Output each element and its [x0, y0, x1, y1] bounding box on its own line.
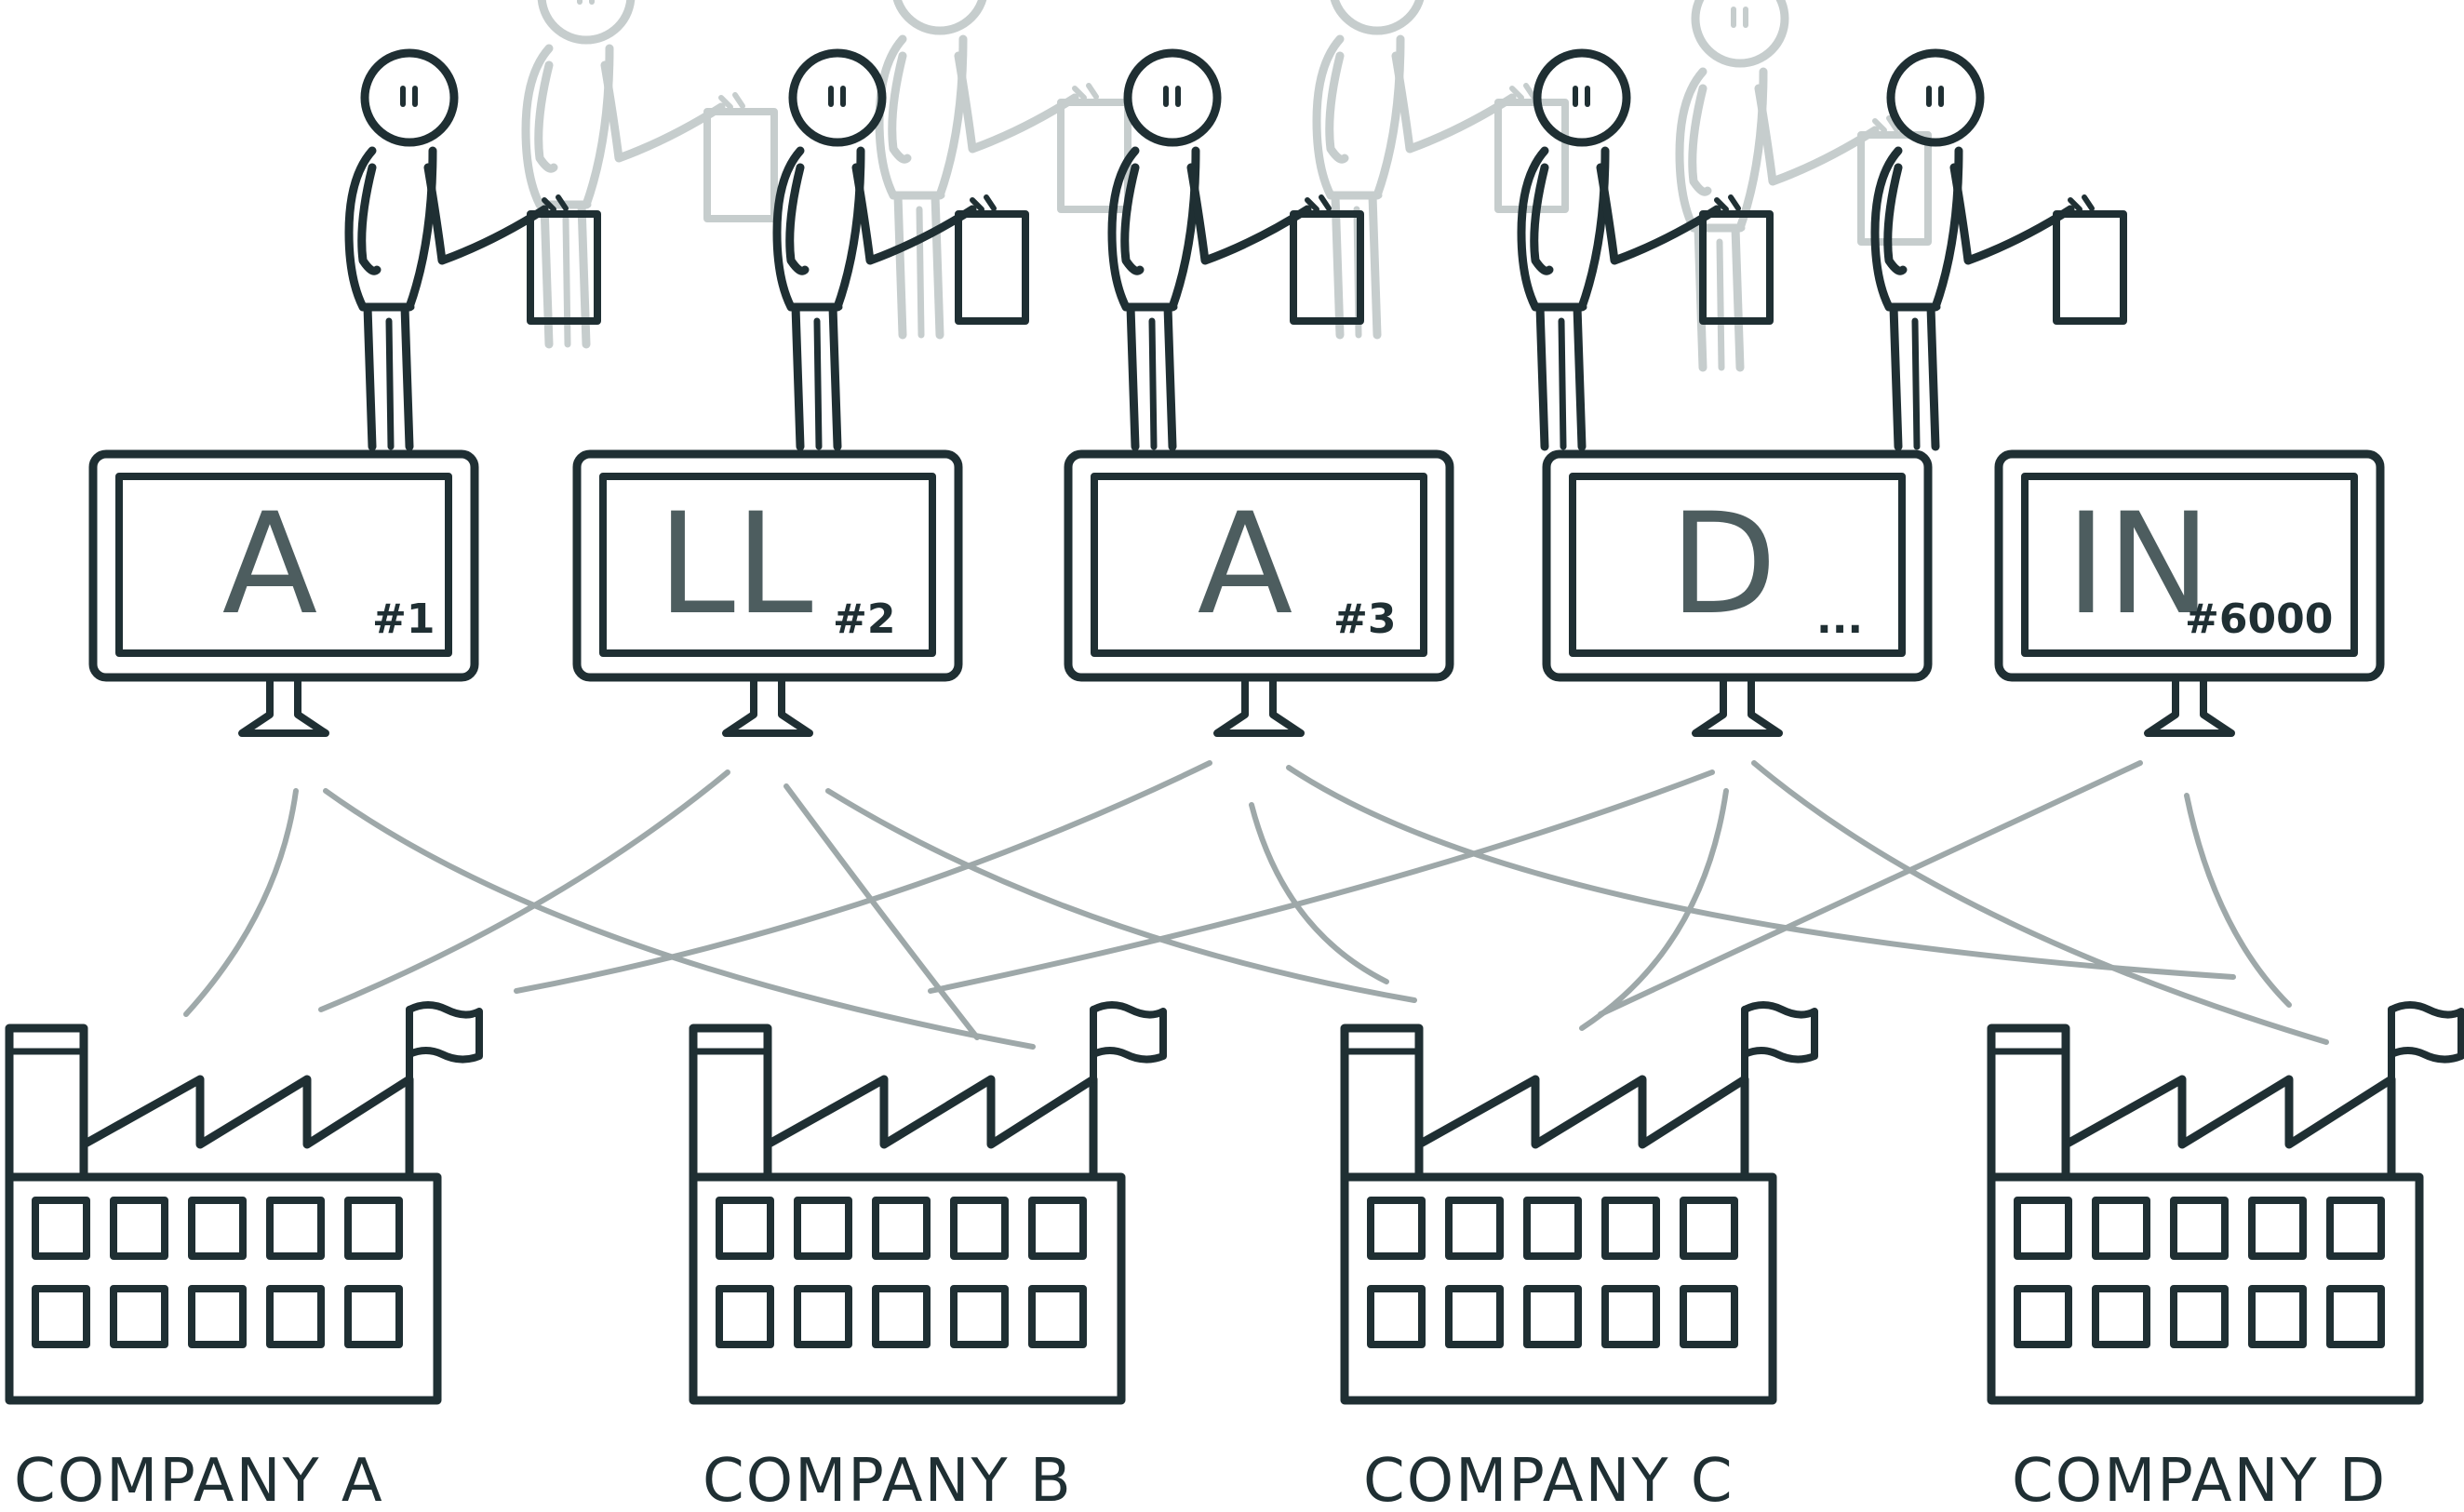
company-a: COMPANY A [9, 1005, 479, 1512]
monitor-4: D ... [1547, 454, 1928, 733]
connection-line [783, 783, 980, 1040]
monitor-tag: #1 [372, 595, 435, 643]
monitor-3: A #3 [1068, 454, 1450, 733]
monitor-letter: A [1198, 484, 1293, 646]
person-holding-document-icon [1875, 53, 2123, 447]
factory-icon [9, 1005, 479, 1400]
company-d: COMPANY D [1991, 1005, 2461, 1512]
person-holding-document-icon [349, 53, 597, 447]
connection-line [1751, 760, 2329, 1045]
connection-line [2184, 793, 2292, 1008]
connection-line [928, 769, 1715, 994]
company-label: COMPANY B [703, 1447, 1073, 1512]
monitor-letter: LL [657, 484, 812, 646]
person-holding-document-icon [1112, 53, 1360, 447]
connection-line [1598, 760, 2143, 1017]
factory-icon [693, 1005, 1163, 1400]
company-label: COMPANY A [14, 1447, 384, 1512]
connection-line [514, 760, 1212, 994]
connection-line [323, 788, 1036, 1050]
monitor-tag: #2 [833, 595, 895, 643]
background-people [526, 0, 1928, 368]
factory-icon [1345, 1005, 1815, 1400]
connection-line [183, 788, 299, 1017]
monitor-letter: A [222, 484, 318, 646]
faded-person-icon [526, 0, 774, 344]
monitor-1: A #1 [93, 454, 475, 733]
company-label: COMPANY D [2012, 1447, 2387, 1512]
monitor-letter: D [1669, 484, 1777, 646]
monitors: A #1 LL #2 A #3 D ... IN #6000 [93, 454, 2380, 733]
connection-lines [183, 760, 2329, 1050]
monitor-tag: ... [1816, 595, 1863, 643]
connection-line [825, 788, 1417, 1003]
monitor-2: LL #2 [577, 454, 958, 733]
company-b: COMPANY B [693, 1005, 1163, 1512]
faded-person-icon [879, 0, 1128, 335]
monitor-letter: IN [2066, 484, 2211, 646]
company-c: COMPANY C [1345, 1005, 1815, 1512]
monitor-tag: #3 [1333, 595, 1396, 643]
monitor-5: IN #6000 [1999, 454, 2380, 733]
connection-line [1249, 802, 1389, 984]
connection-line [318, 769, 730, 1012]
company-label: COMPANY C [1363, 1447, 1734, 1512]
factory-icon [1991, 1005, 2461, 1400]
companies: COMPANY A COMPANY B COMPANY C COMPANY D [9, 1005, 2461, 1512]
connection-line [1286, 765, 2236, 980]
connection-line [1579, 788, 1729, 1031]
person-holding-document-icon [777, 53, 1025, 447]
monitor-tag: #6000 [2185, 595, 2333, 643]
